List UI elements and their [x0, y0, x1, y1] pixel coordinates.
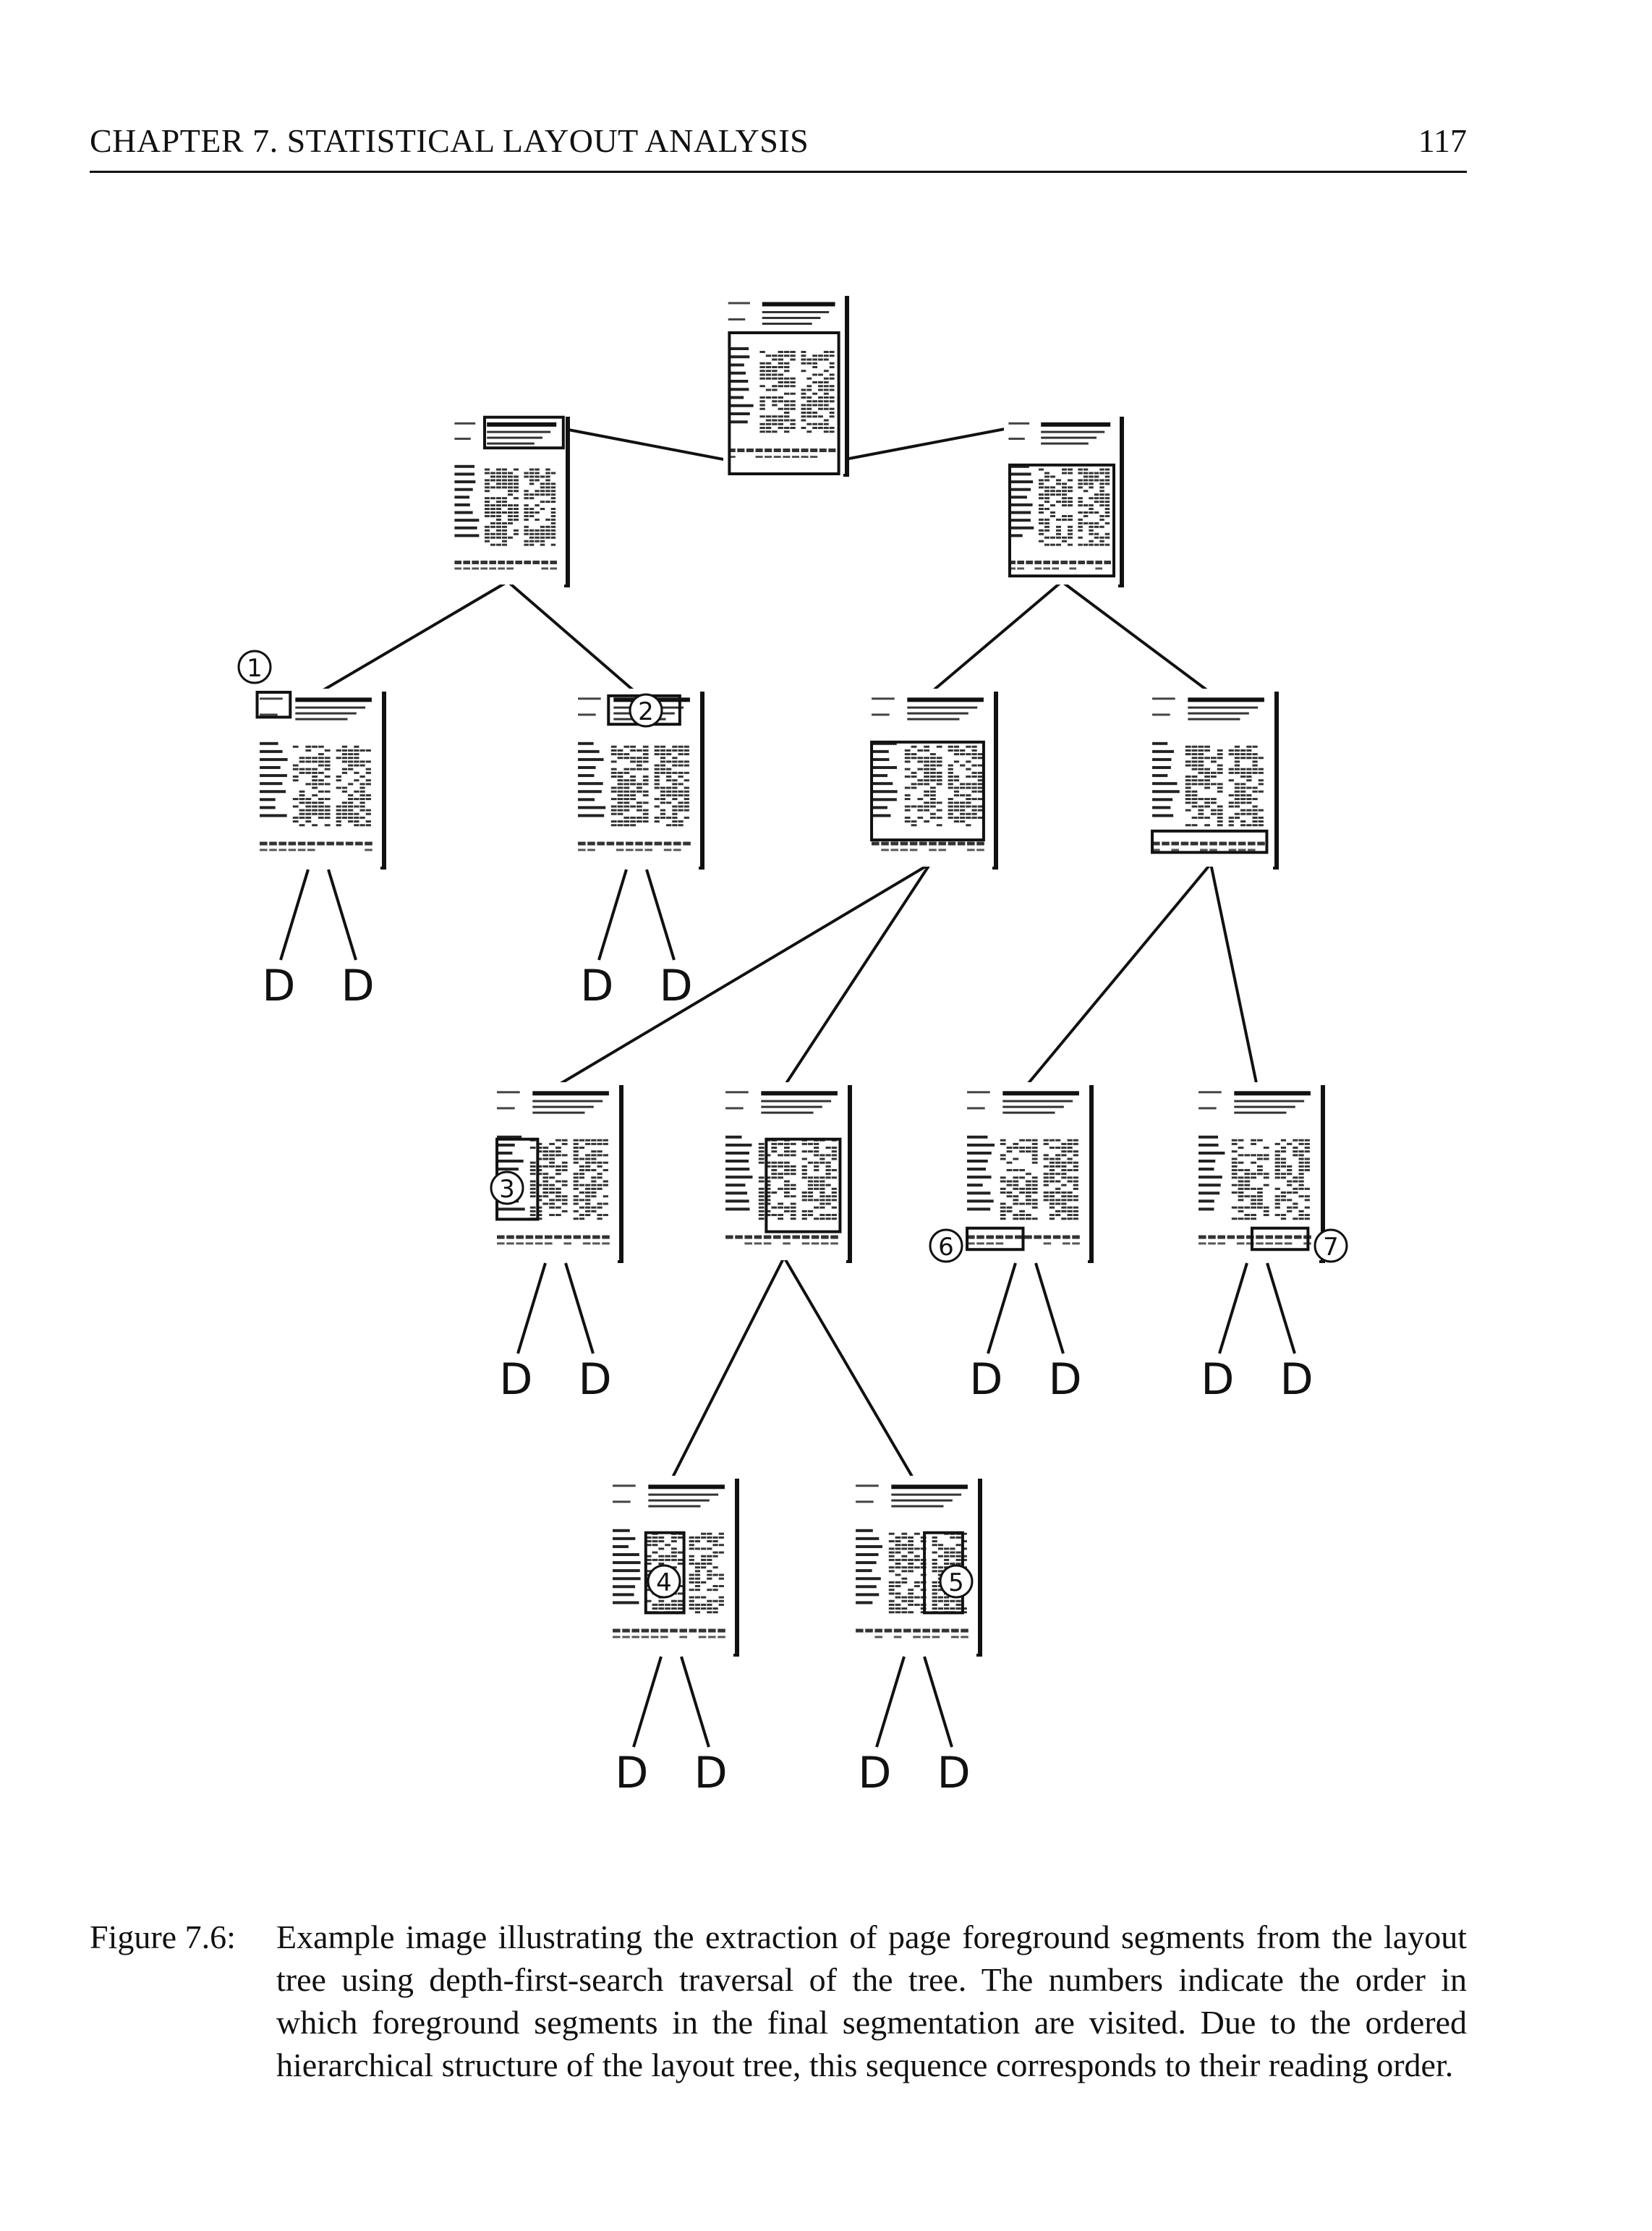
leaf-label: D: [659, 961, 692, 1011]
visit-order-number: 5: [948, 1568, 964, 1597]
leaf-label: D: [341, 961, 374, 1011]
leaf-label: D: [615, 1748, 648, 1798]
visit-order-markers: 1 2 3 4 5 6 7: [237, 650, 1348, 1599]
page-thumbnail: [492, 1082, 623, 1263]
leaf-label: D: [969, 1354, 1002, 1405]
page-thumbnail: [867, 689, 998, 870]
visit-order-marker: 1: [237, 650, 272, 684]
visit-order-number: 7: [1323, 1233, 1339, 1262]
visit-order-number: 6: [938, 1233, 954, 1262]
page-thumbnail: [1147, 689, 1279, 870]
visit-order-marker: 6: [929, 1228, 963, 1263]
tree-edge: [670, 1257, 785, 1481]
leaf-edge: [680, 1656, 710, 1748]
visit-order-marker: 2: [629, 693, 663, 728]
leaf-edge: [597, 869, 628, 961]
visit-order-marker: 7: [1313, 1228, 1348, 1263]
page-thumbnail: [573, 689, 704, 870]
leaf-edge: [875, 1656, 906, 1748]
leaf-edge: [516, 1262, 547, 1354]
tree-edge: [783, 862, 932, 1088]
visit-order-marker: 5: [939, 1564, 974, 1599]
leaf-edge: [1218, 1262, 1248, 1354]
visit-order-number: 4: [656, 1568, 672, 1597]
page-thumbnail: [962, 1082, 1094, 1263]
leaf-label: D: [262, 961, 295, 1011]
leaf-edge: [645, 869, 676, 961]
tree-edge: [1209, 863, 1259, 1087]
visit-order-number: 3: [499, 1175, 515, 1204]
leaf-edge: [1034, 1262, 1065, 1354]
visit-order-number: 1: [247, 654, 263, 683]
leaf-label: D: [580, 961, 613, 1011]
tree-edge: [783, 1256, 916, 1482]
page-thumbnail: [255, 689, 386, 870]
tree-edge: [506, 580, 638, 694]
leaf-edge: [1266, 1262, 1296, 1354]
visit-order-marker: 4: [647, 1564, 681, 1599]
visit-order-number: 2: [638, 697, 654, 726]
running-header: CHAPTER 7. STATISTICAL LAYOUT ANALYSIS 1…: [90, 122, 1467, 173]
tree-nodes: [255, 293, 1325, 1657]
tree-edge: [929, 580, 1063, 694]
tree-edge: [554, 862, 932, 1088]
chapter-title: CHAPTER 7. STATISTICAL LAYOUT ANALYSIS: [90, 122, 809, 159]
leaf-label: D: [499, 1354, 532, 1405]
tree-edge: [1024, 862, 1212, 1088]
page-thumbnail: [1193, 1082, 1325, 1263]
tree-edges: [317, 417, 1259, 1482]
leaf-label: D: [578, 1354, 611, 1405]
caption-text: Example image illustrating the extractio…: [276, 1918, 1467, 2083]
leaf-label: D: [694, 1748, 727, 1798]
leaf-label: D: [858, 1748, 891, 1798]
page-thumbnail: [1004, 414, 1124, 587]
leaf-edge: [987, 1262, 1017, 1354]
page-thumbnail: [450, 414, 570, 587]
leaf-label: D: [937, 1748, 970, 1798]
leaf-edge: [632, 1656, 663, 1748]
leaf-edge: [327, 869, 357, 961]
page-number: 117: [1418, 122, 1467, 159]
leaf-label: D: [1280, 1354, 1313, 1405]
tree-edge: [1060, 580, 1212, 694]
page-thumbnail: [723, 293, 849, 477]
leaf-label: D: [1048, 1354, 1081, 1405]
leaf-label: D: [1201, 1354, 1234, 1405]
visit-order-marker: 3: [490, 1170, 524, 1205]
caption-label: Figure 7.6:: [90, 1918, 236, 1955]
page-thumbnail: [608, 1476, 739, 1657]
leaf-edge: [564, 1262, 595, 1354]
leaf-edge: [279, 869, 310, 961]
tree-edge: [317, 580, 509, 694]
leaf-edge: [923, 1656, 953, 1748]
page-thumbnail: [720, 1082, 852, 1263]
